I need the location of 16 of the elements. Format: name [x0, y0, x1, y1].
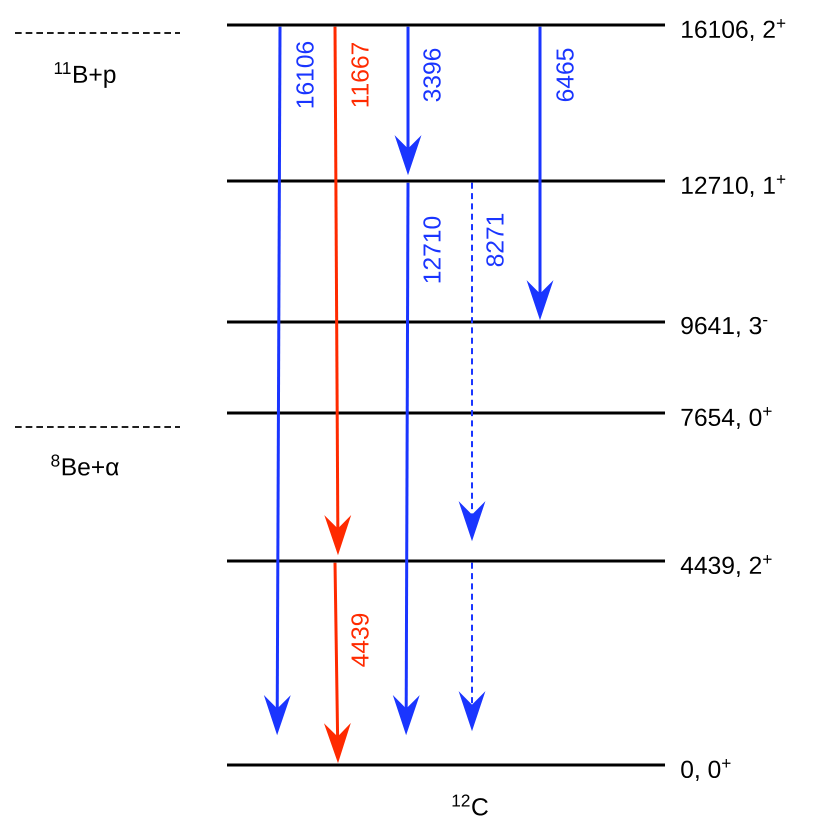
reaction-label: $^{12}$C: [452, 794, 488, 816]
level-label: 7654, 0$^{+}$: [682, 407, 772, 429]
edge-label: 3396: [423, 48, 441, 102]
reaction-label: $^{8}$Be+α: [51, 454, 119, 476]
level-label: 9641, 3$^{-}$: [681, 316, 768, 338]
level-label: 12710, 1$^{+}$: [682, 175, 786, 197]
level-label: 4439, 2$^{+}$: [680, 555, 772, 577]
edge-label: 12710: [423, 216, 441, 282]
edge-label: 6465: [556, 48, 574, 102]
edge-label: 4439: [351, 614, 369, 667]
edge-label: 16106: [296, 42, 314, 108]
edge-label: 8271: [486, 214, 504, 266]
reaction-label: $^{11}$B+p: [54, 62, 116, 88]
level-label: 0, 0$^{+}$: [681, 759, 730, 781]
level-label: 16106, 2$^{+}$: [682, 19, 786, 41]
edge-label: 11667: [351, 42, 369, 106]
